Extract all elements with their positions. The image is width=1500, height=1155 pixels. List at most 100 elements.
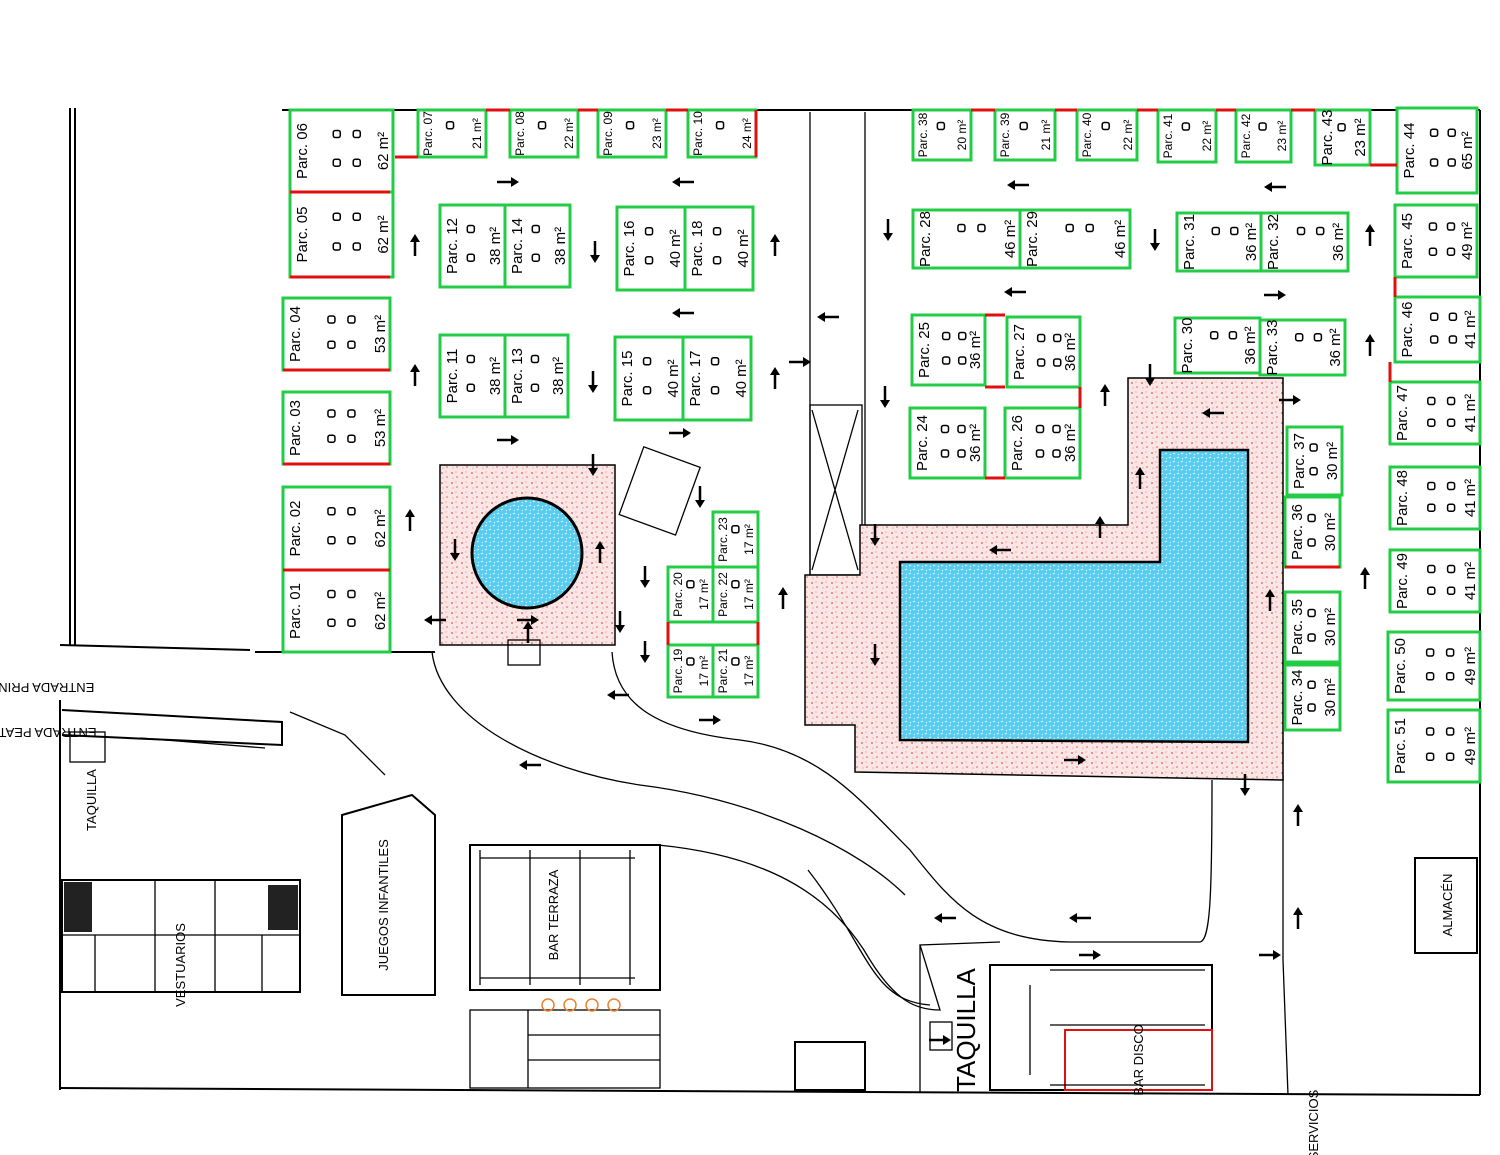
chair-icon [686, 657, 695, 666]
plot-area: 62 m² [375, 132, 392, 170]
arrow-icon [1007, 180, 1029, 190]
chair-icon [466, 354, 476, 364]
plot[interactable]: Parc. 16 40 m² [615, 205, 687, 292]
chair-icon [977, 223, 986, 233]
arrow-icon [699, 715, 721, 725]
plot-area: 36 m² [967, 331, 984, 369]
plot-area: 40 m² [733, 359, 750, 397]
plot-area: 30 m² [1322, 513, 1339, 551]
plot-outline [993, 108, 1057, 162]
chair-icon [957, 223, 966, 233]
arrow-icon [1202, 408, 1224, 418]
plot-area: 22 m² [562, 118, 576, 149]
chair-icon [332, 158, 342, 167]
plot-outline [615, 205, 687, 292]
plot-outline [1173, 316, 1262, 375]
plot-outline [438, 333, 507, 419]
arrow-icon [588, 371, 598, 393]
plot-area: 40 m² [665, 359, 682, 397]
plot-area: 24 m² [740, 118, 754, 149]
chair-icon [327, 340, 336, 349]
plot-id: Parc. 40 [1080, 112, 1094, 157]
chair-icon [327, 589, 336, 599]
chair-icon [1425, 648, 1435, 657]
chair-icon [957, 424, 966, 434]
plot-area: 38 m² [487, 357, 504, 395]
almacen: ALMACÉN [1414, 857, 1478, 954]
plot-area: 40 m² [667, 229, 684, 267]
chair-icon [731, 525, 740, 534]
plot-outline [908, 406, 987, 480]
plot-area: 17 m² [742, 579, 756, 610]
plot-id: Parc. 17 [687, 351, 704, 407]
plot-area: 65 m² [1459, 131, 1476, 169]
chair-icon [327, 434, 336, 443]
plot-area: 36 m² [1062, 424, 1079, 462]
plot-id: Parc. 16 [621, 221, 638, 277]
plot-outline [711, 565, 760, 624]
chair-icon [1427, 396, 1436, 406]
arrow-icon [1365, 224, 1375, 246]
plot[interactable]: Parc. 17 40 m² [681, 335, 753, 422]
chair-icon [1309, 443, 1318, 452]
chair-icon [1428, 222, 1438, 231]
chair-icon [731, 580, 740, 589]
chair-icon [1427, 586, 1436, 595]
chair-icon [1294, 333, 1304, 342]
chair-icon [332, 212, 342, 221]
plot-area: 62 m² [372, 592, 389, 630]
chair-icon [625, 121, 635, 130]
arrow-icon [595, 541, 605, 563]
